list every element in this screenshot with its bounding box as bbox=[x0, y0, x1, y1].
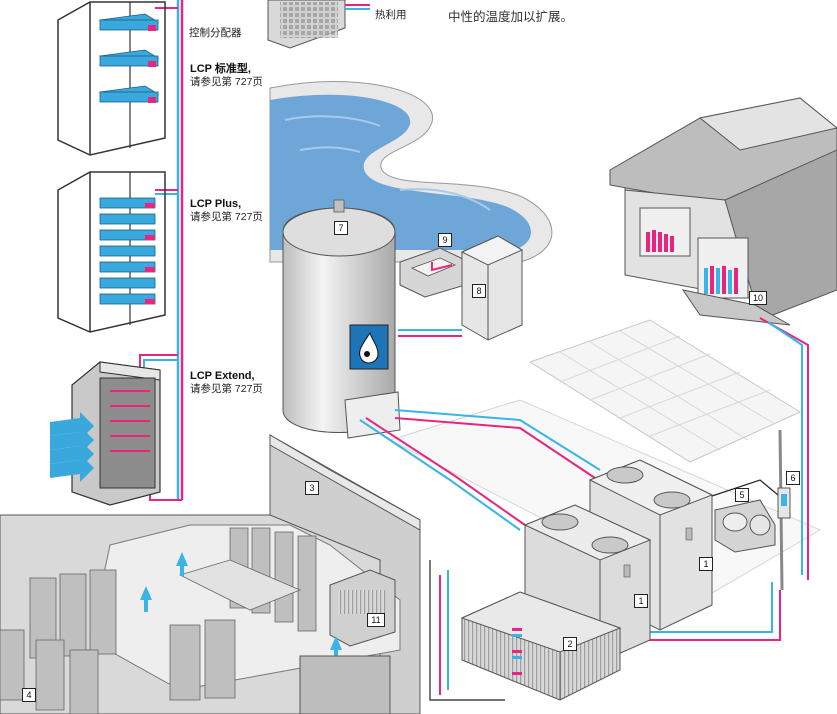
heat-exchanger bbox=[399, 247, 466, 298]
product-lcp-extend: LCP Extend, 请参见第 727页 bbox=[190, 370, 263, 396]
callout-5: 5 bbox=[735, 488, 749, 502]
callout-4: 4 bbox=[22, 688, 36, 702]
lcp-standard-rack bbox=[57, 1, 166, 156]
control-cabinet bbox=[460, 235, 524, 341]
lcp-extend-rack bbox=[50, 361, 161, 506]
callout-8: 8 bbox=[472, 284, 486, 298]
product-name: LCP Extend, bbox=[190, 370, 255, 382]
control-panel bbox=[777, 487, 791, 519]
product-page-ref: 请参见第 727页 bbox=[190, 383, 263, 395]
product-name: LCP Plus, bbox=[190, 198, 242, 210]
callout-6: 6 bbox=[786, 471, 800, 485]
house bbox=[609, 97, 837, 326]
callout-1a: 1 bbox=[699, 557, 713, 571]
heat-use-label: 热利用 bbox=[375, 9, 407, 21]
callout-10: 10 bbox=[749, 291, 767, 305]
dry-cooler bbox=[460, 591, 622, 701]
heat-use-unit bbox=[267, 0, 370, 49]
product-page-ref: 请参见第 727页 bbox=[190, 211, 263, 223]
connecting-pipes bbox=[359, 317, 809, 701]
product-page-ref: 请参见第 727页 bbox=[190, 76, 263, 88]
callout-3: 3 bbox=[305, 481, 319, 495]
product-lcp-plus: LCP Plus, 请参见第 727页 bbox=[190, 198, 263, 224]
top-note: 中性的温度加以扩展。 bbox=[448, 10, 574, 24]
control-distributor-label: 控制分配器 bbox=[189, 27, 242, 39]
callout-9: 9 bbox=[438, 233, 452, 247]
data-center bbox=[0, 434, 421, 714]
lcp-plus-rack bbox=[57, 171, 166, 333]
callout-7: 7 bbox=[334, 221, 348, 235]
pump-unit bbox=[714, 499, 776, 553]
callout-2: 2 bbox=[563, 637, 577, 651]
product-name: LCP 标准型, bbox=[190, 63, 251, 75]
storage-tank bbox=[282, 199, 401, 439]
callout-1b: 1 bbox=[634, 594, 648, 608]
product-lcp-standard: LCP 标准型, 请参见第 727页 bbox=[190, 63, 263, 89]
callout-11: 11 bbox=[367, 613, 385, 627]
